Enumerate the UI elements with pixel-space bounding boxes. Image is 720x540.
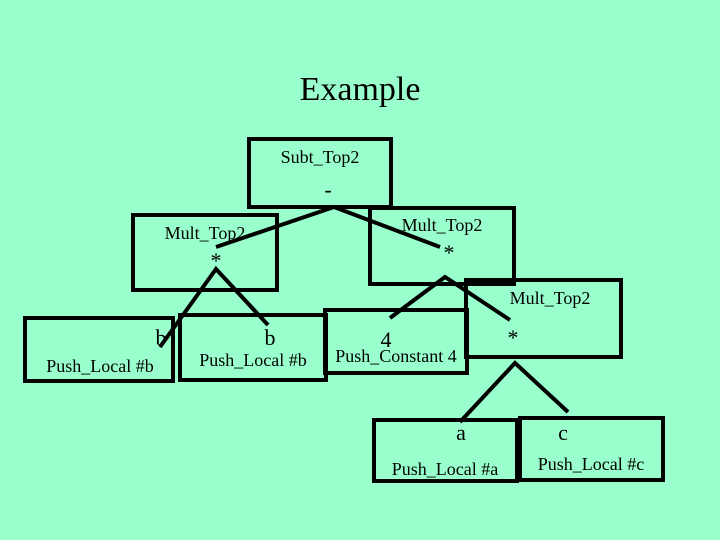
leaf-value-c: c [558, 420, 568, 445]
slide-title: Example [300, 71, 421, 108]
node-box-mult-mid [368, 206, 516, 286]
leaf-value-b2: b [265, 325, 276, 350]
node-box-push-local-a [372, 418, 519, 483]
leaf-label-push-local-b2: Push_Local #b [199, 350, 307, 370]
node-op-mult-left: * [211, 248, 222, 273]
edge-mult-mid-to-4-and-mult-right [388, 274, 512, 322]
node-op-subt-top2: - [324, 177, 331, 202]
node-op-mult-mid: * [444, 240, 455, 265]
edge-mult-left-to-b-leaves [158, 265, 270, 349]
node-op-mult-right: * [508, 325, 519, 350]
leaf-value-b1: b [156, 325, 167, 350]
node-label-subt-top2: Subt_Top2 [281, 147, 360, 167]
node-box-push-local-b2 [178, 313, 328, 382]
node-label-mult-left: Mult_Top2 [165, 223, 246, 243]
leaf-label-push-local-c: Push_Local #c [538, 454, 644, 474]
node-box-mult-left [131, 213, 279, 292]
edge-subt-to-mults [215, 204, 441, 249]
leaf-label-push-local-a: Push_Local #a [392, 459, 498, 479]
leaf-label-push-local-b1: Push_Local #b [46, 356, 154, 376]
node-label-mult-right: Mult_Top2 [510, 288, 591, 308]
node-box-push-local-c [518, 416, 665, 482]
leaf-value-4: 4 [381, 327, 392, 352]
node-box-push-constant-4 [323, 308, 469, 375]
edge-mult-right-to-a-c [458, 360, 570, 424]
node-box-subt-top2 [247, 137, 393, 209]
node-box-push-local-b1 [23, 316, 175, 383]
leaf-label-push-constant-4: Push_Constant 4 [335, 346, 457, 366]
node-label-mult-mid: Mult_Top2 [402, 215, 483, 235]
leaf-value-a: a [456, 420, 466, 445]
